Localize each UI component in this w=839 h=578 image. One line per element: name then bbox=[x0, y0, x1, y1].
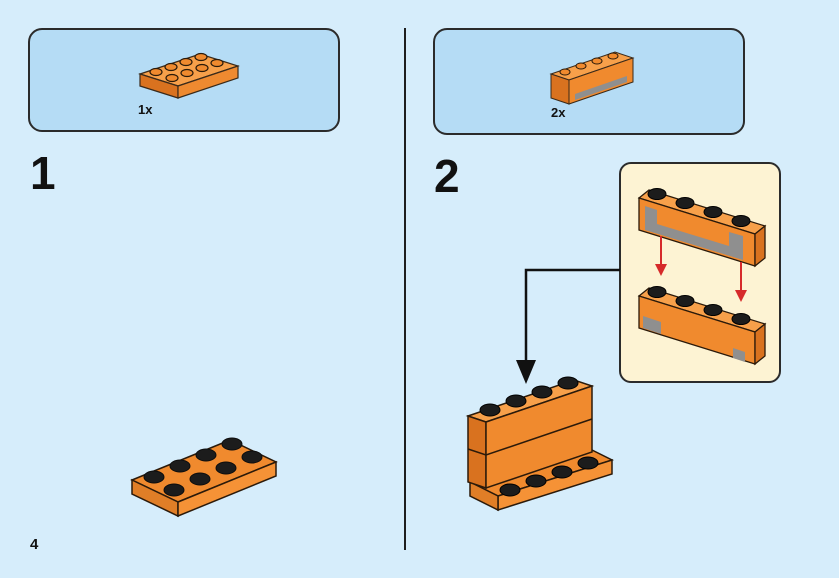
callout-red-arrows bbox=[655, 236, 747, 302]
callout-brick-bottom bbox=[637, 286, 767, 366]
plate-2x4-part-image bbox=[138, 52, 240, 99]
callout-brick-top bbox=[637, 188, 767, 268]
step-1-parts-box: 1x bbox=[28, 28, 340, 132]
step-2-parts-box: 2x bbox=[433, 28, 745, 135]
step-2-number: 2 bbox=[434, 150, 460, 202]
step-divider bbox=[404, 28, 406, 550]
step-1-assembly-plate bbox=[130, 437, 278, 518]
page-number: 4 bbox=[30, 536, 39, 553]
step-1-part-quantity: 1x bbox=[138, 102, 153, 117]
sub-assembly-callout bbox=[619, 162, 781, 383]
callout-connector-arrow bbox=[516, 268, 620, 384]
step-2-part-quantity: 2x bbox=[551, 105, 566, 120]
brick-1x4-part-image bbox=[549, 51, 635, 105]
step-1-number: 1 bbox=[30, 147, 56, 199]
step-2-assembly bbox=[465, 376, 614, 512]
